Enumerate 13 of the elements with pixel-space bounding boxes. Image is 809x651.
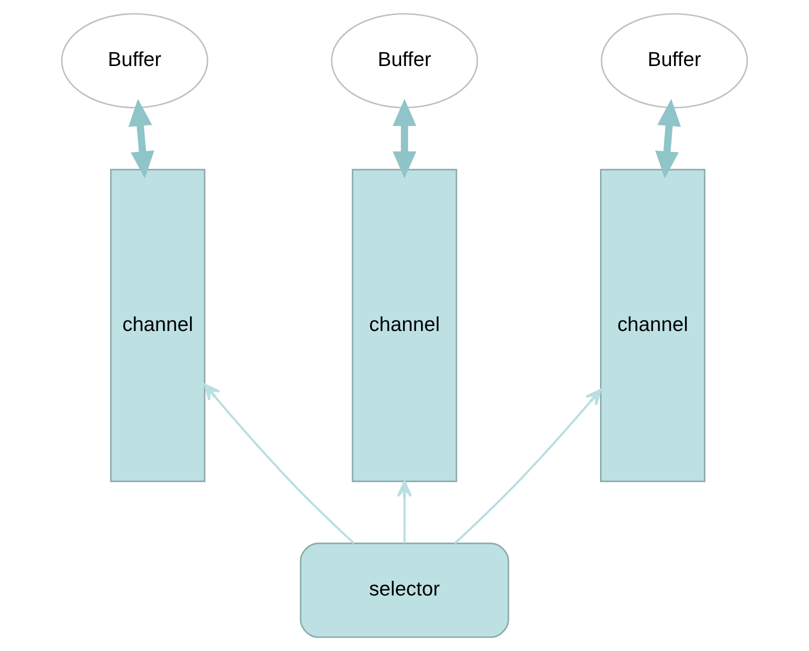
arrow	[392, 98, 416, 178]
node-ellipse: Buffer	[600, 13, 748, 108]
arrow	[204, 384, 355, 544]
arrow	[655, 98, 681, 178]
node-box: channel	[600, 168, 706, 482]
arrow	[396, 480, 412, 544]
arrow	[128, 98, 154, 178]
node-ellipse: Buffer	[61, 13, 208, 108]
arrow	[454, 388, 602, 544]
node-box: channel	[110, 168, 206, 482]
node-box: selector	[300, 542, 510, 638]
node-box: channel	[352, 168, 458, 482]
node-ellipse: Buffer	[330, 13, 478, 108]
